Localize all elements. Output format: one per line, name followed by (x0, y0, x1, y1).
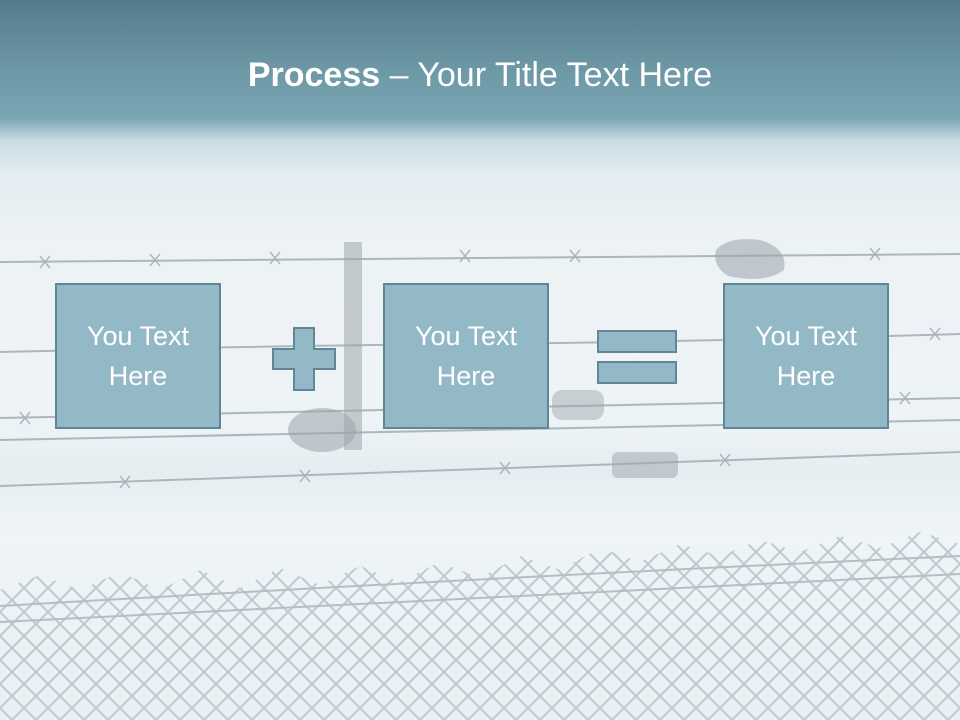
title-rest: – Your Title Text Here (380, 56, 713, 94)
slide-title: Process – Your Title Text Here (0, 54, 960, 96)
box-line-2: Here (436, 361, 496, 391)
box-line-2: Here (776, 361, 836, 391)
box-line-1: You Text (86, 321, 190, 351)
box-text: You Text Here (415, 316, 517, 396)
box-line-2: Here (108, 361, 168, 391)
equals-icon (597, 330, 677, 384)
box-line-1: You Text (754, 321, 858, 351)
title-bold: Process (247, 56, 381, 94)
box-text: You Text Here (755, 316, 857, 396)
box-line-1: You Text (414, 321, 518, 351)
process-box-1[interactable]: You Text Here (55, 283, 221, 429)
process-box-3[interactable]: You Text Here (723, 283, 889, 429)
box-text: You Text Here (87, 316, 189, 396)
plus-icon (272, 327, 336, 391)
process-box-2[interactable]: You Text Here (383, 283, 549, 429)
